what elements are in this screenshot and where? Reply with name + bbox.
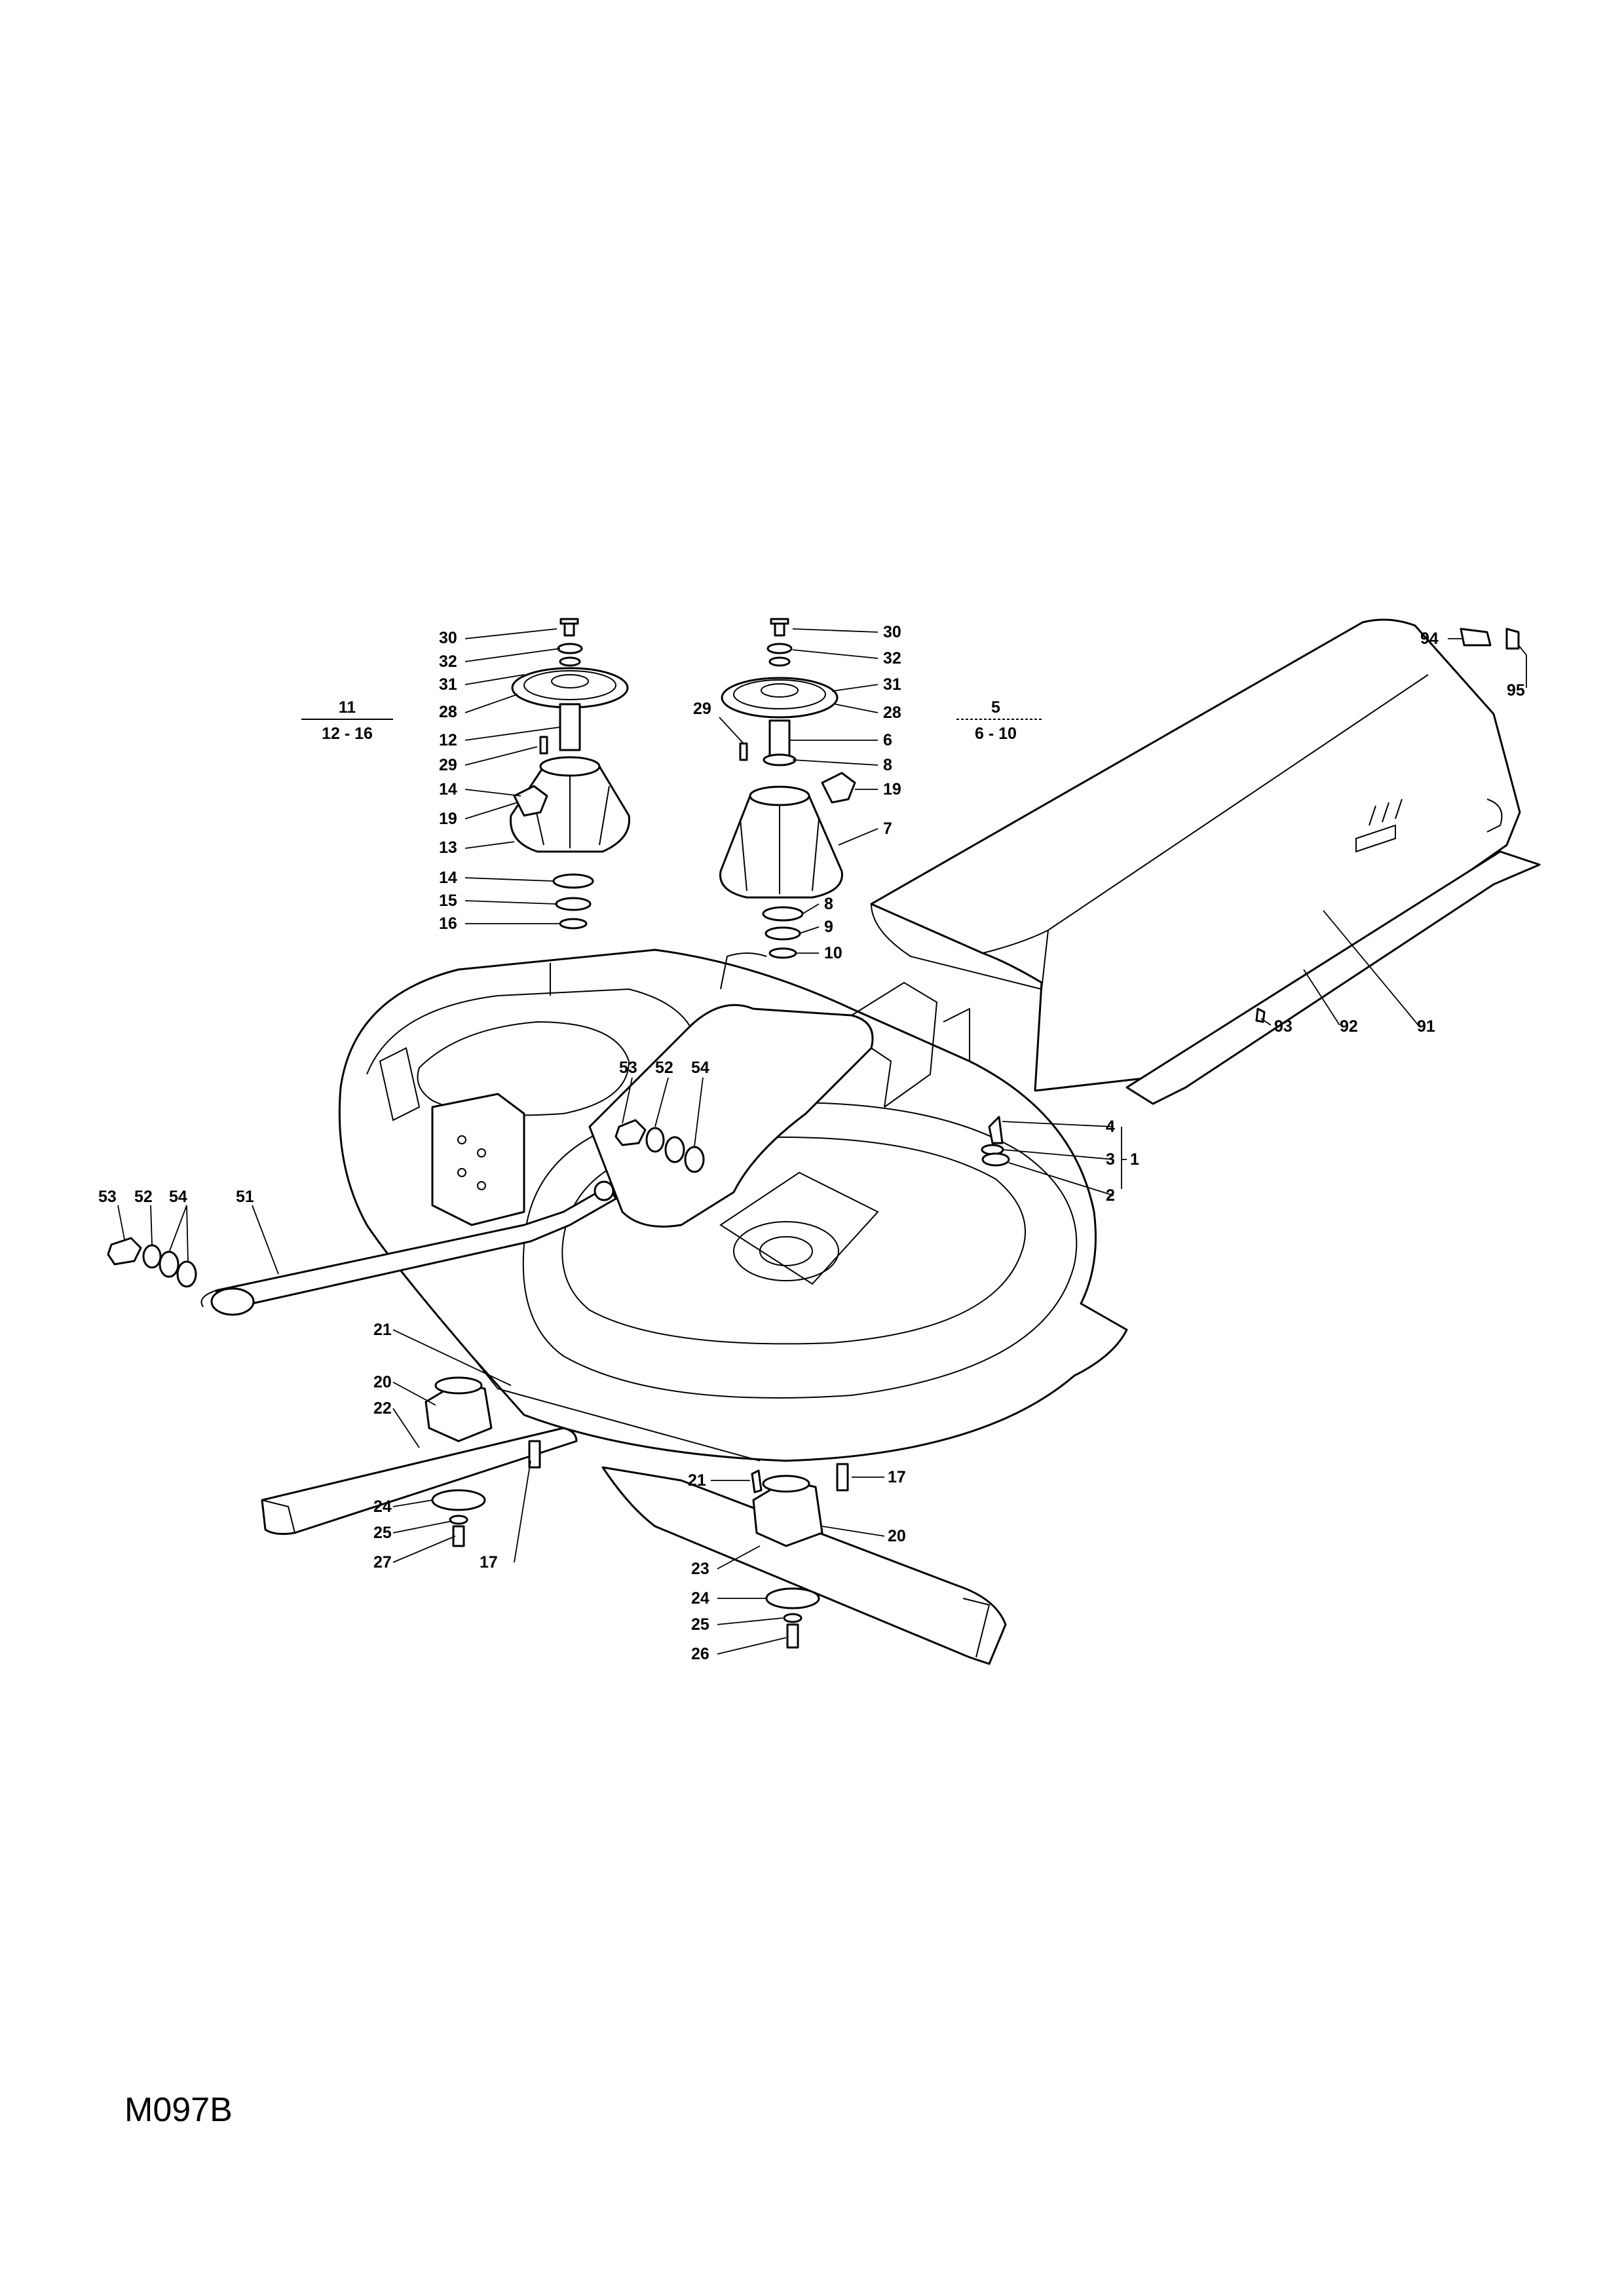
callout-54: 54 <box>691 1059 709 1077</box>
callout-19: 19 <box>883 780 901 799</box>
callout-32: 32 <box>883 649 901 668</box>
callout-54: 54 <box>169 1188 187 1206</box>
callout-9: 9 <box>824 918 833 936</box>
callout-51: 51 <box>236 1188 254 1206</box>
callout-24: 24 <box>691 1589 709 1608</box>
callout-labels: 30 32 31 28 12 29 14 19 13 14 15 16 30 3… <box>98 623 1525 1663</box>
callout-15: 15 <box>439 892 457 910</box>
callout-14: 14 <box>439 780 457 799</box>
callout-7: 7 <box>883 819 892 838</box>
callout-16: 16 <box>439 914 457 933</box>
callout-14: 14 <box>439 869 457 887</box>
spindle-assembly-right <box>719 618 856 959</box>
callout-13: 13 <box>439 838 457 857</box>
callout-52: 52 <box>134 1188 153 1206</box>
callout-26: 26 <box>691 1645 709 1663</box>
fasteners <box>107 628 1520 1288</box>
callout-19: 19 <box>439 810 457 828</box>
callout-22: 22 <box>373 1399 392 1418</box>
callout-53: 53 <box>98 1188 117 1206</box>
callout-10: 10 <box>824 944 842 962</box>
callout-32: 32 <box>439 652 457 671</box>
callout-17: 17 <box>480 1553 498 1571</box>
callout-6: 6 <box>883 731 892 749</box>
callout-93: 93 <box>1274 1017 1293 1036</box>
callout-53: 53 <box>619 1059 637 1077</box>
mower-deck <box>338 949 1128 1462</box>
group-label-top: 5 <box>991 698 1000 717</box>
callout-28: 28 <box>439 703 457 721</box>
callout-30: 30 <box>883 623 901 641</box>
callout-23: 23 <box>691 1560 709 1578</box>
callout-29: 29 <box>439 756 457 774</box>
callout-25: 25 <box>691 1615 709 1634</box>
group-label-top: 11 <box>339 698 356 717</box>
callout-27: 27 <box>373 1553 392 1571</box>
callout-21: 21 <box>688 1471 706 1490</box>
callout-12: 12 <box>439 731 457 749</box>
callout-25: 25 <box>373 1524 392 1542</box>
discharge-chute-91 <box>870 618 1521 1092</box>
drawing-code: M097B <box>124 2091 233 2129</box>
callout-31: 31 <box>439 675 457 694</box>
callout-20: 20 <box>888 1527 906 1545</box>
belt-guard <box>588 981 970 1228</box>
assembly-group-labels: 11 12 - 16 5 6 - 10 <box>301 698 1042 743</box>
chute-rail-92 <box>1125 799 1541 1105</box>
callout-3: 3 <box>1106 1150 1115 1169</box>
callout-28: 28 <box>883 704 901 722</box>
callout-1: 1 <box>1130 1150 1139 1169</box>
blade-right-23 <box>601 1463 1007 1665</box>
callout-91: 91 <box>1417 1017 1435 1036</box>
callout-30: 30 <box>439 629 457 647</box>
group-label-range: 6 - 10 <box>975 725 1017 743</box>
callout-29: 29 <box>693 700 711 718</box>
callout-4: 4 <box>1106 1118 1115 1136</box>
lift-rod-51 <box>200 1180 617 1316</box>
callout-8: 8 <box>824 895 833 913</box>
callout-17: 17 <box>888 1468 906 1486</box>
parts-drawing <box>107 618 1541 1665</box>
callout-24: 24 <box>373 1497 392 1516</box>
height-bracket <box>379 1047 525 1226</box>
group-label-range: 12 - 16 <box>322 725 373 743</box>
spindle-assembly-left <box>510 618 630 930</box>
leader-lines <box>117 628 1527 1655</box>
callout-31: 31 <box>883 675 901 694</box>
callout-21: 21 <box>373 1321 392 1339</box>
callout-95: 95 <box>1507 681 1525 700</box>
callout-8: 8 <box>883 756 892 774</box>
callout-52: 52 <box>655 1059 673 1077</box>
callout-94: 94 <box>1420 630 1439 648</box>
callout-20: 20 <box>373 1373 392 1391</box>
callout-2: 2 <box>1106 1186 1115 1205</box>
callout-92: 92 <box>1340 1017 1358 1036</box>
